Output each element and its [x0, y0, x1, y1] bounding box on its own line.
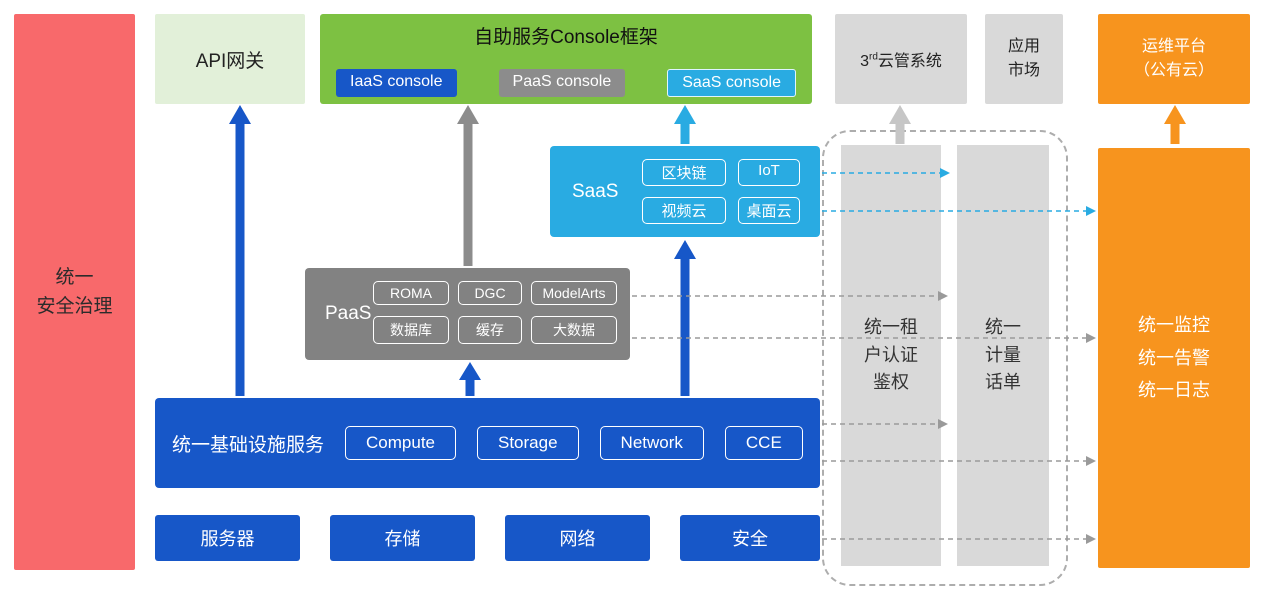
paas-chip: DGC: [458, 281, 522, 305]
security-label: 安全: [732, 529, 768, 549]
paas-chip: 大数据: [531, 316, 617, 344]
paas-chip: 数据库: [373, 316, 449, 344]
server-label: 服务器: [200, 529, 255, 549]
saas-console-button: SaaS console: [667, 69, 796, 97]
unified-infrastructure-label: 统一基础设施服务: [172, 434, 325, 456]
arrow-saas-to-console: [674, 105, 696, 144]
console-frame-title: 自助服务Console框架: [474, 27, 658, 48]
api-gateway-box: API网关: [155, 14, 305, 104]
saas-chip: 桌面云: [738, 197, 800, 224]
paas-console-button: PaaS console: [498, 69, 626, 97]
unified-metering-bar: 统一 计量 话单: [957, 145, 1049, 566]
unified-security-governance-label: 统一 安全治理: [36, 266, 113, 317]
iaas-chip: Network: [599, 426, 704, 460]
console-button-row: IaaS console PaaS console SaaS console: [320, 69, 812, 97]
arrow-monitoring-to-om-platform: [1164, 105, 1186, 144]
third-party-cloud-mgmt-box: 3rd云管系统: [835, 14, 967, 104]
unified-tenant-auth-label: 统一租 户认证 鉴权: [864, 316, 918, 393]
network-label: 网络: [559, 529, 596, 549]
storage-box: 存储: [330, 515, 475, 561]
api-gateway-label: API网关: [195, 50, 265, 72]
saas-layer-label: SaaS: [572, 180, 619, 202]
saas-chip: IoT: [738, 159, 800, 186]
om-platform-label: 运维平台 （公有云）: [1133, 38, 1214, 79]
paas-chip: ROMA: [373, 281, 449, 305]
iaas-console-button: IaaS console: [336, 69, 457, 97]
network-box: 网络: [505, 515, 650, 561]
unified-infrastructure-box: 统一基础设施服务 Compute Storage Network CCE: [155, 398, 820, 488]
saas-layer-box: SaaS 区块链 IoT 视频云 桌面云: [550, 146, 820, 237]
paas-layer-box: PaaS ROMA DGC ModelArts 数据库 缓存 大数据: [305, 268, 630, 360]
third-party-cloud-mgmt-label: 3rd云管系统: [860, 51, 942, 70]
arrow-iaas-to-paas: [459, 362, 481, 396]
iaas-chip: CCE: [724, 426, 803, 460]
unified-tenant-auth-bar: 统一租 户认证 鉴权: [841, 145, 941, 566]
security-box: 安全: [680, 515, 820, 561]
unified-security-governance-bar: 统一 安全治理: [14, 14, 135, 570]
app-marketplace-box: 应用 市场: [985, 14, 1063, 104]
server-box: 服务器: [155, 515, 300, 561]
unified-metering-label: 统一 计量 话单: [985, 316, 1021, 393]
om-platform-box: 运维平台 （公有云）: [1098, 14, 1250, 104]
shared-services-dashed-container: [822, 130, 1068, 586]
paas-layer-label: PaaS: [325, 303, 372, 324]
saas-chip: 区块链: [642, 159, 726, 186]
saas-chip: 视频云: [642, 197, 726, 224]
arrow-iaas-to-saas: [674, 240, 696, 396]
storage-label: 存储: [384, 529, 421, 549]
iaas-chip: Storage: [477, 426, 579, 460]
arrow-paas-to-console: [457, 105, 479, 266]
unified-monitoring-bar: 统一监控 统一告警 统一日志: [1098, 148, 1250, 568]
self-service-console-frame: 自助服务Console框架 IaaS console PaaS console …: [320, 14, 812, 104]
app-marketplace-label: 应用 市场: [1007, 38, 1040, 79]
paas-chip: 缓存: [458, 316, 522, 344]
saas-services: 区块链 IoT 视频云 桌面云: [642, 159, 800, 224]
paas-services: ROMA DGC ModelArts 数据库 缓存 大数据: [373, 281, 617, 344]
paas-chip: ModelArts: [531, 281, 617, 305]
arrow-iaas-to-api-gateway: [229, 105, 251, 396]
unified-monitoring-label: 统一监控 统一告警 统一日志: [1138, 315, 1210, 401]
iaas-chip: Compute: [345, 426, 456, 460]
